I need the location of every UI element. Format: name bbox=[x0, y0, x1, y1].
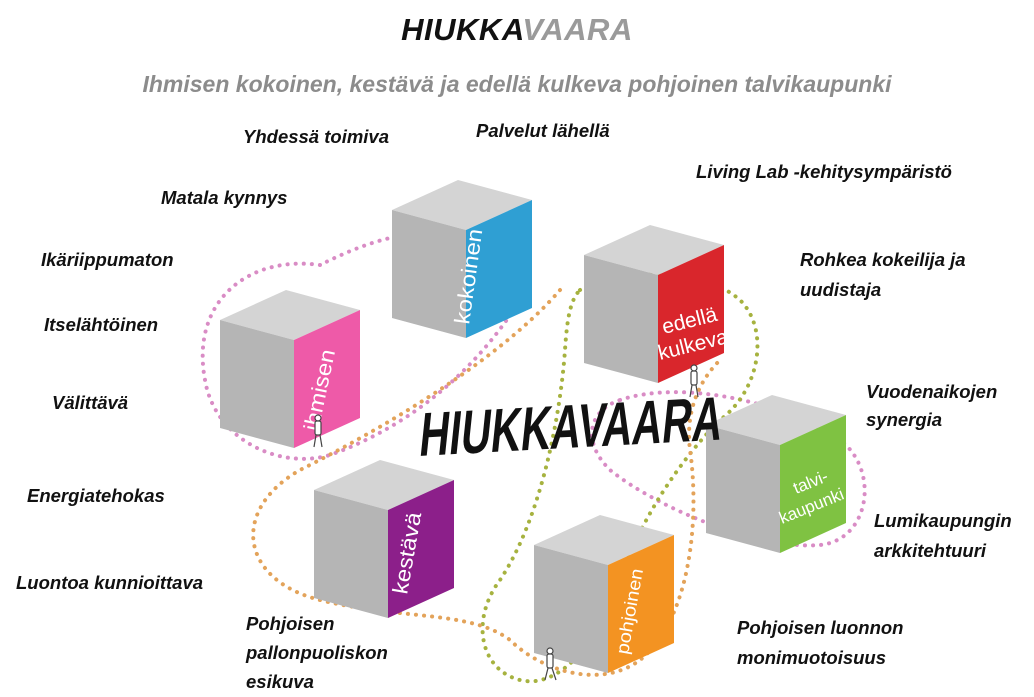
cube-kokoinen: kokoinen bbox=[392, 180, 532, 338]
label-pohjoisen-luonnon-2: monimuotoisuus bbox=[737, 647, 887, 668]
label-luontoa-kunnioittava: Luontoa kunnioittava bbox=[16, 572, 204, 593]
label-palvelut-lahella: Palvelut lähellä bbox=[476, 120, 610, 141]
person-figures bbox=[313, 364, 699, 681]
cube-kestava: kestävä bbox=[314, 460, 454, 618]
person-icon-edella bbox=[689, 364, 699, 398]
title-part-vaara: VAARA bbox=[522, 12, 633, 47]
page-title: HIUKKAVAARA bbox=[0, 12, 1034, 48]
label-itselahtoinen: Itselähtöinen bbox=[44, 314, 159, 335]
label-rohkea-1: Rohkea kokeilija ja bbox=[800, 249, 966, 270]
label-pohjoisen-pallon-1: Pohjoisen bbox=[246, 613, 335, 634]
label-valittava: Välittävä bbox=[52, 392, 129, 413]
label-yhdessa-toimiva: Yhdessä toimiva bbox=[243, 126, 390, 147]
label-rohkea-2: uudistaja bbox=[800, 279, 882, 300]
label-pohjoisen-pallon-3: esikuva bbox=[246, 671, 314, 692]
center-hiukkavaara: HIUKKAVAARA bbox=[417, 385, 727, 471]
page-subtitle: Ihmisen kokoinen, kestävä ja edellä kulk… bbox=[142, 71, 892, 97]
cube-pohjoinen: pohjoinen bbox=[534, 515, 674, 673]
person-icon-ihmisen bbox=[313, 414, 323, 448]
label-vuodenaikojen-2: synergia bbox=[866, 409, 943, 430]
label-ikariippumaton: Ikäriippumaton bbox=[41, 249, 174, 270]
label-matala-kynnys: Matala kynnys bbox=[161, 187, 288, 208]
label-pohjoisen-luonnon-1: Pohjoisen luonnon bbox=[737, 617, 904, 638]
title-part-hiukka: HIUKKA bbox=[401, 12, 523, 47]
label-lumikaupungin-2: arkkitehtuuri bbox=[874, 540, 987, 561]
label-energiatehokas: Energiatehokas bbox=[27, 485, 165, 506]
label-lumikaupungin-1: Lumikaupungin bbox=[874, 510, 1012, 531]
label-vuodenaikojen-1: Vuodenaikojen bbox=[866, 381, 998, 402]
person-icon-pohjoinen bbox=[544, 647, 557, 681]
label-living-lab: Living Lab -kehitysympäristö bbox=[696, 161, 952, 182]
cube-edella-kulkeva: edellä kulkeva bbox=[584, 225, 731, 383]
cube-talvikaupunki: talvi- kaupunki bbox=[706, 395, 847, 553]
loop-orange bbox=[251, 288, 722, 677]
cube-ihmisen: ihmisen bbox=[220, 290, 360, 448]
label-pohjoisen-pallon-2: pallonpuoliskon bbox=[246, 642, 388, 663]
